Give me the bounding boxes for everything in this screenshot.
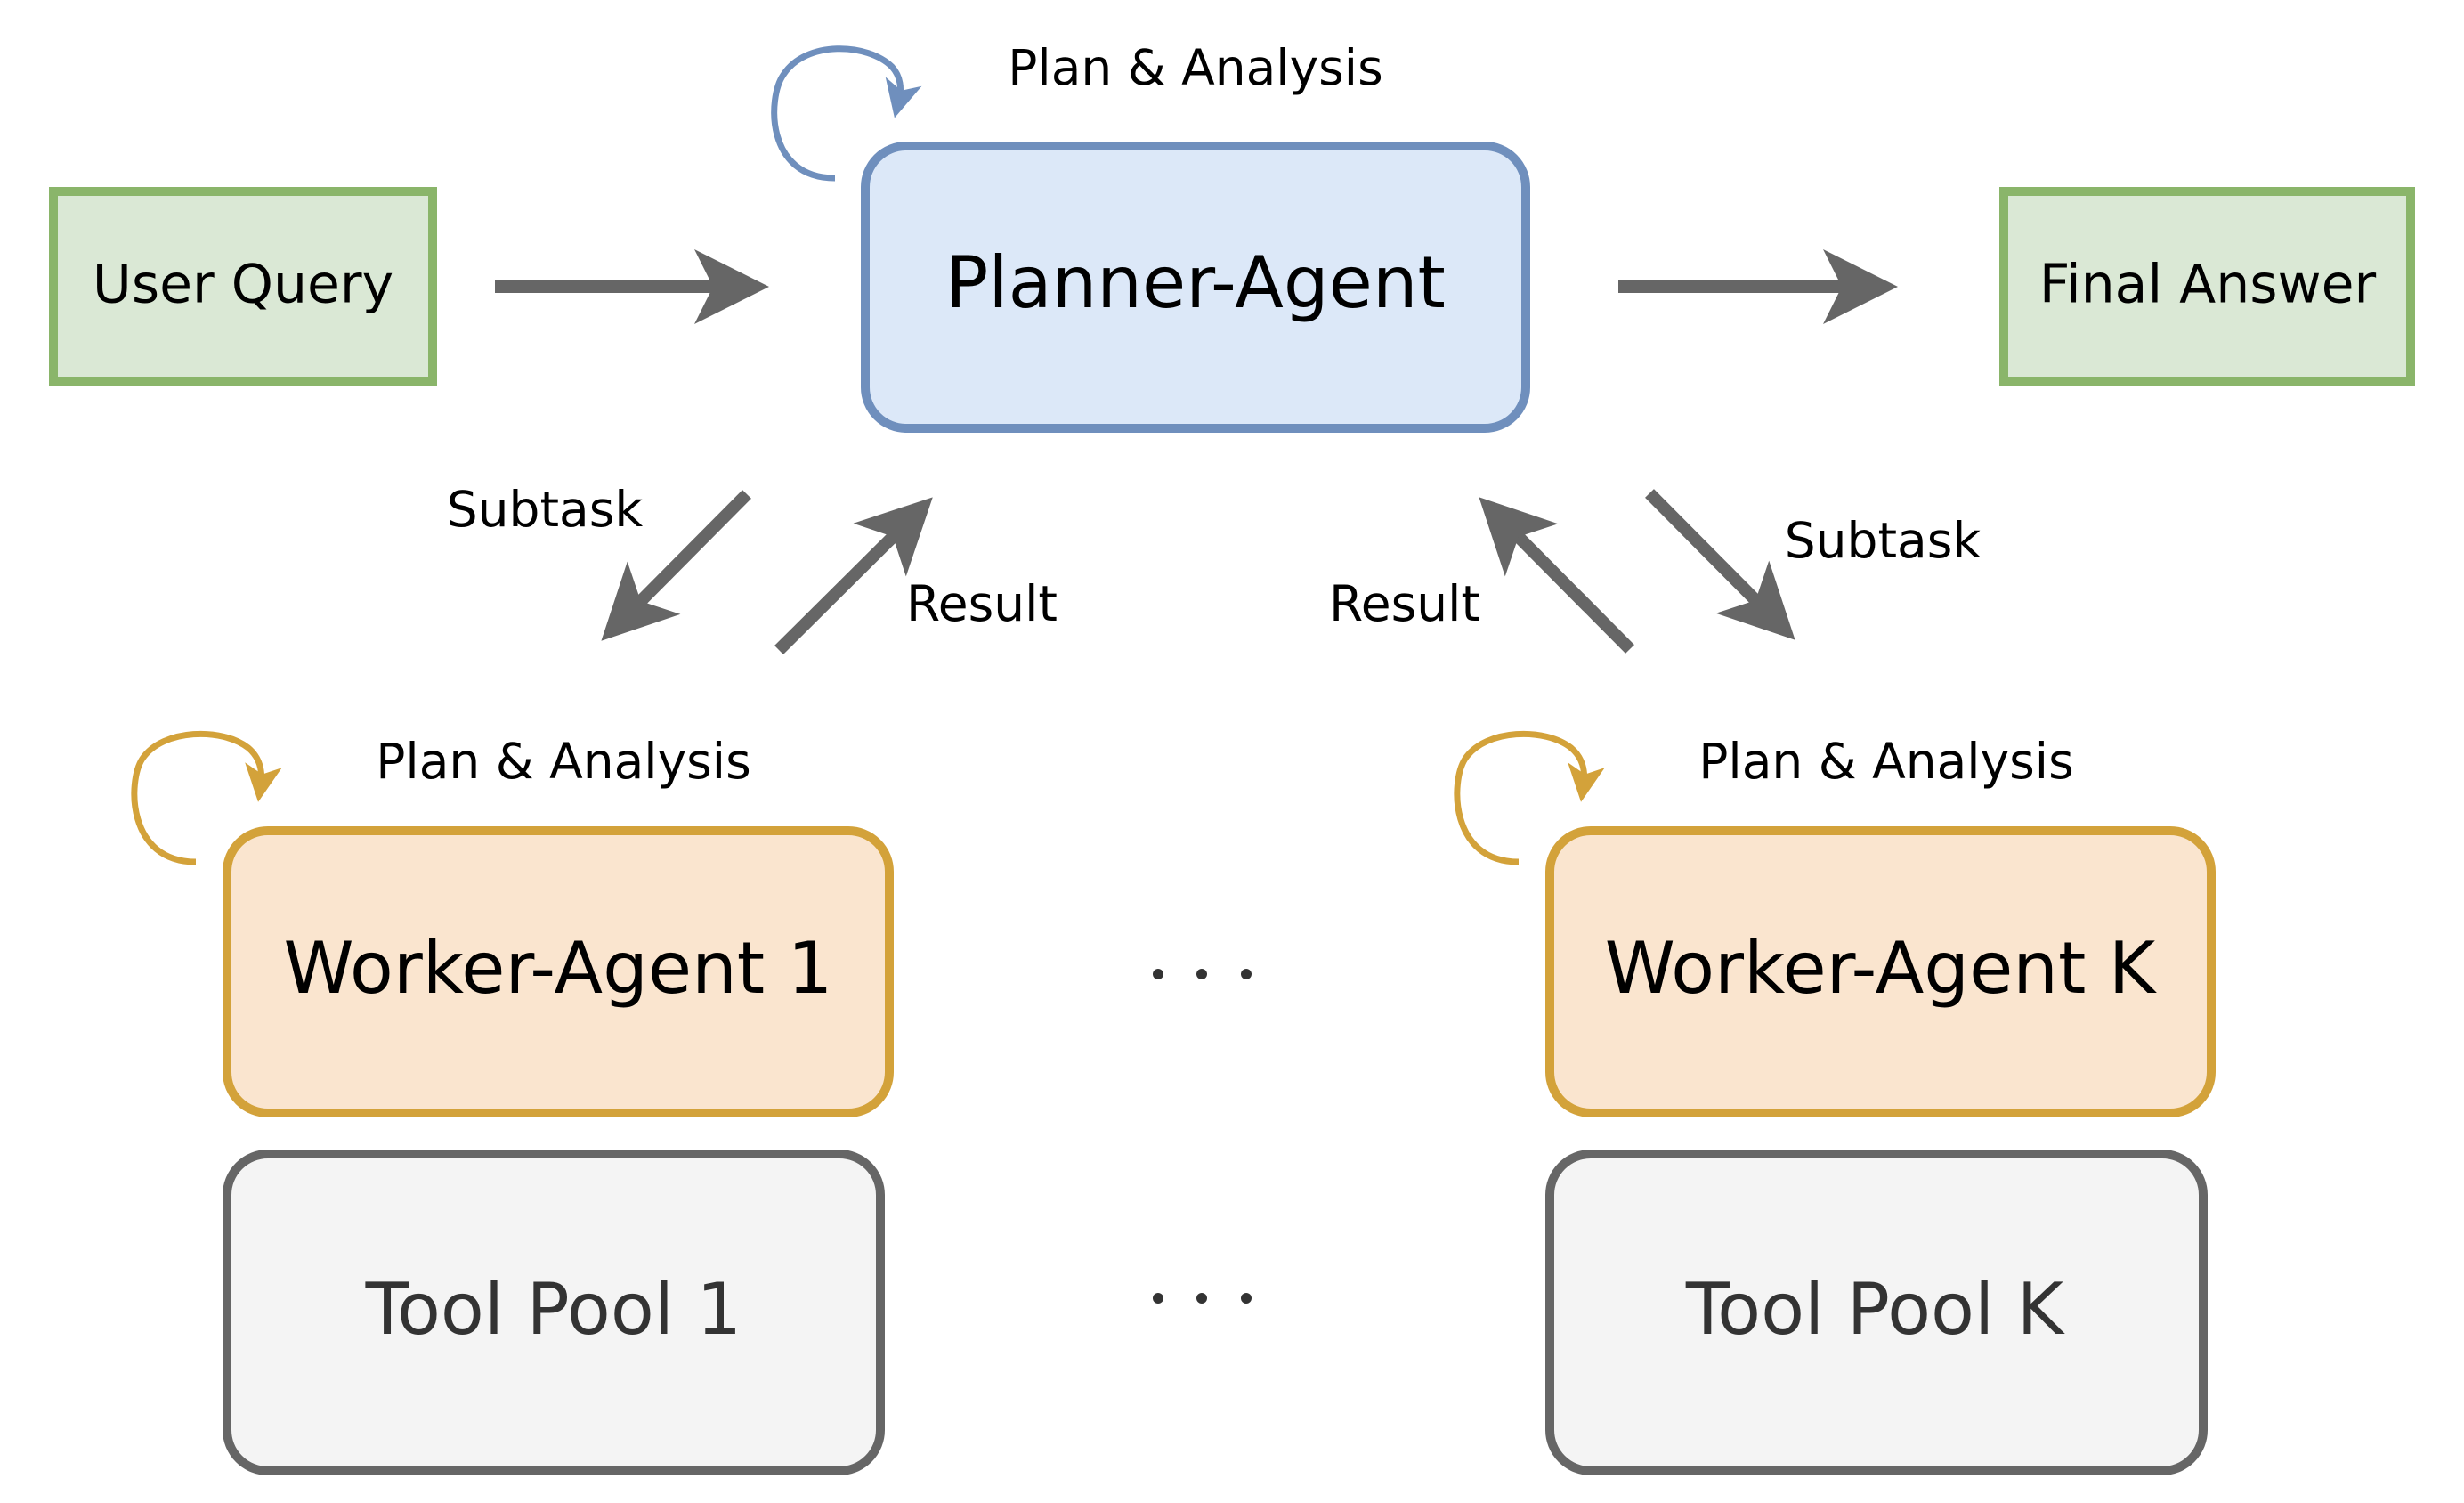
workerk-to-planner-result-arrow [1479, 497, 1634, 654]
planner-agent-node: Planner-Agent [861, 142, 1530, 433]
planner-agent-label: Planner-Agent [945, 241, 1446, 324]
subtask-left-label: Subtask [447, 481, 644, 538]
result-right-label: Result [1329, 575, 1480, 632]
result-left-label: Result [906, 575, 1058, 632]
worker-agent-1-label: Worker-Agent 1 [284, 927, 833, 1010]
final-answer-label: Final Answer [2039, 254, 2377, 316]
worker1-to-planner-result-arrow [774, 497, 933, 654]
worker-ellipsis [1153, 969, 1252, 979]
tool-pool-k-label: Tool Pool K [1685, 1268, 2066, 1351]
worker-agent-k-label: Worker-Agent K [1605, 927, 2158, 1010]
planner-to-worker1-subtask-arrow [601, 490, 751, 641]
subtask-right-label: Subtask [1785, 512, 1982, 569]
worker1-self-loop-icon [131, 730, 282, 865]
worker1-plan-analysis-label: Plan & Analysis [376, 733, 750, 790]
workerk-self-loop-icon [1454, 730, 1605, 865]
worker-agent-k-node: Worker-Agent K [1545, 826, 2216, 1117]
tool-pool-1-label: Tool Pool 1 [365, 1268, 742, 1351]
user-query-node: User Query [49, 187, 437, 386]
final-answer-node: Final Answer [1999, 187, 2415, 386]
worker-agent-1-node: Worker-Agent 1 [223, 826, 894, 1117]
workerk-plan-analysis-label: Plan & Analysis [1698, 733, 2073, 790]
tool-pool-ellipsis [1153, 1293, 1252, 1304]
planner-plan-analysis-label: Plan & Analysis [1008, 39, 1382, 96]
planner-self-loop-icon [771, 45, 922, 182]
tool-pool-k-node: Tool Pool K [1545, 1150, 2208, 1475]
user-query-label: User Query [93, 254, 393, 316]
tool-pool-1-node: Tool Pool 1 [223, 1150, 885, 1475]
planner-to-workerk-subtask-arrow [1645, 489, 1795, 640]
